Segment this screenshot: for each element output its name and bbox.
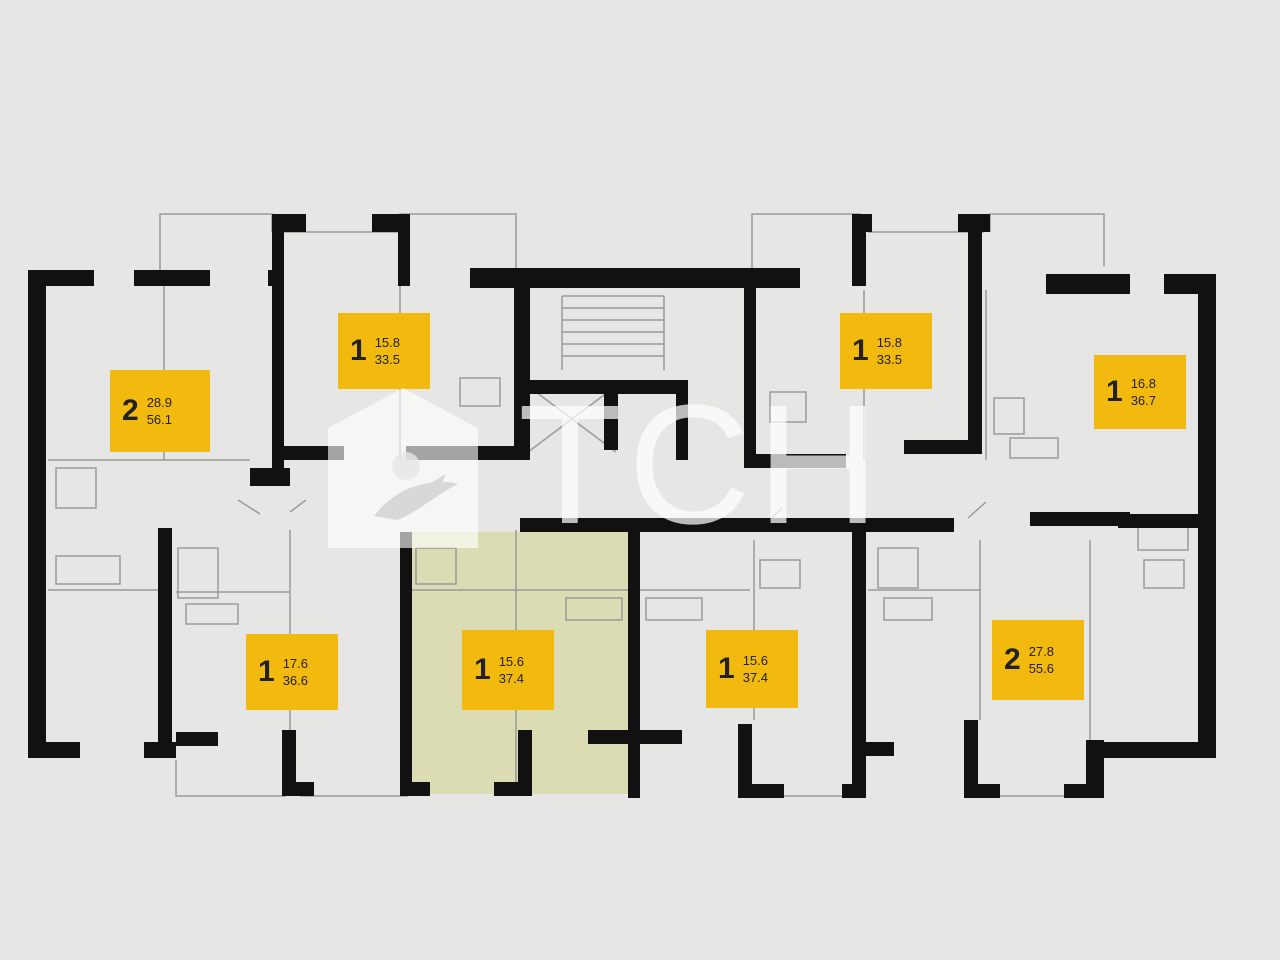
rooms-count: 1 [852, 334, 869, 367]
area-values: 17.6 36.6 [283, 655, 308, 689]
apartment-label[interactable]: 1 17.6 36.6 [246, 634, 338, 710]
total-area: 56.1 [146, 412, 172, 427]
apartment-label[interactable]: 1 16.8 36.7 [1094, 355, 1186, 429]
area-values: 15.8 33.5 [877, 334, 902, 368]
total-area: 33.5 [876, 352, 902, 367]
apartment-label[interactable]: 1 15.6 37.4 [706, 630, 798, 708]
area-values: 28.9 56.1 [147, 394, 172, 428]
area-values: 15.6 37.4 [743, 652, 768, 686]
living-area: 15.6 [742, 653, 768, 668]
rooms-count: 1 [474, 653, 491, 686]
living-area: 17.6 [282, 656, 308, 671]
rooms-count: 1 [350, 334, 367, 367]
area-values: 27.8 55.6 [1029, 643, 1054, 677]
apartment-label[interactable]: 1 15.8 33.5 [338, 313, 430, 389]
living-area: 28.9 [146, 395, 172, 410]
total-area: 55.6 [1028, 661, 1054, 676]
rooms-count: 2 [122, 394, 139, 427]
living-area: 27.8 [1028, 644, 1054, 659]
rooms-count: 2 [1004, 643, 1021, 676]
apartment-label[interactable]: 2 27.8 55.6 [992, 620, 1084, 700]
living-area: 16.8 [1130, 376, 1156, 391]
living-area: 15.6 [498, 654, 524, 669]
walls [28, 214, 1216, 798]
living-area: 15.8 [374, 335, 400, 350]
apartment-label[interactable]: 1 15.6 37.4 [462, 630, 554, 710]
rooms-count: 1 [1106, 375, 1123, 408]
rooms-count: 1 [718, 652, 735, 685]
area-values: 15.6 37.4 [499, 653, 524, 687]
total-area: 37.4 [498, 671, 524, 686]
rooms-count: 1 [258, 655, 275, 688]
apartment-label[interactable]: 1 15.8 33.5 [840, 313, 932, 389]
total-area: 33.5 [374, 352, 400, 367]
apartment-label[interactable]: 2 28.9 56.1 [110, 370, 210, 452]
total-area: 37.4 [742, 670, 768, 685]
area-values: 15.8 33.5 [375, 334, 400, 368]
total-area: 36.7 [1130, 393, 1156, 408]
living-area: 15.8 [876, 335, 902, 350]
total-area: 36.6 [282, 673, 308, 688]
area-values: 16.8 36.7 [1131, 375, 1156, 409]
